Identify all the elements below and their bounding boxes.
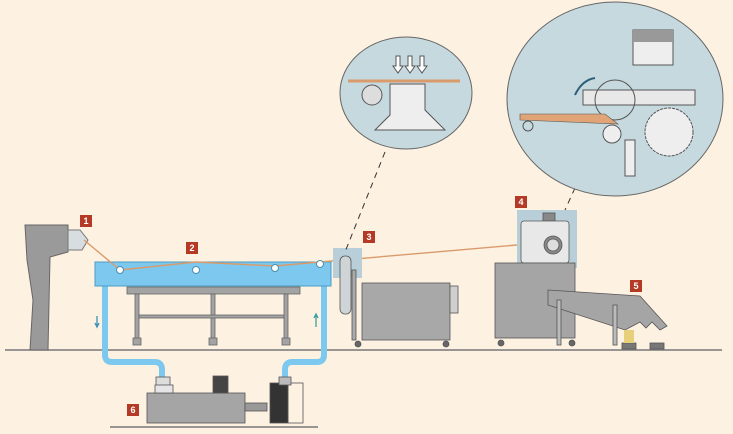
strand-dryer [333,248,459,348]
label-water-bath: 2 [186,242,198,254]
label-extruder: 1 [80,215,92,227]
label-water-circulation-unit: 6 [127,404,139,416]
return-pipe [102,285,165,382]
flow-up-arrow-icon [313,312,319,327]
supply-pipe [282,285,327,382]
label-strand-dryer: 3 [363,231,375,243]
classifier [547,289,668,350]
water-bath [94,261,332,287]
detail-pointer-dryer [344,151,386,253]
bath-table [126,286,301,346]
detail-view-dryer [339,36,473,150]
guide-rollers [116,260,324,274]
detail-view-pelletizer [506,1,724,197]
water-circulation-unit [146,375,304,424]
flow-down-arrow-icon [94,316,100,329]
label-classifier: 5 [630,280,642,292]
extruder [24,224,89,351]
detail-pointer-pelletizer [564,187,576,211]
label-pelletizer: 4 [515,196,527,208]
pelletizer [494,210,577,347]
